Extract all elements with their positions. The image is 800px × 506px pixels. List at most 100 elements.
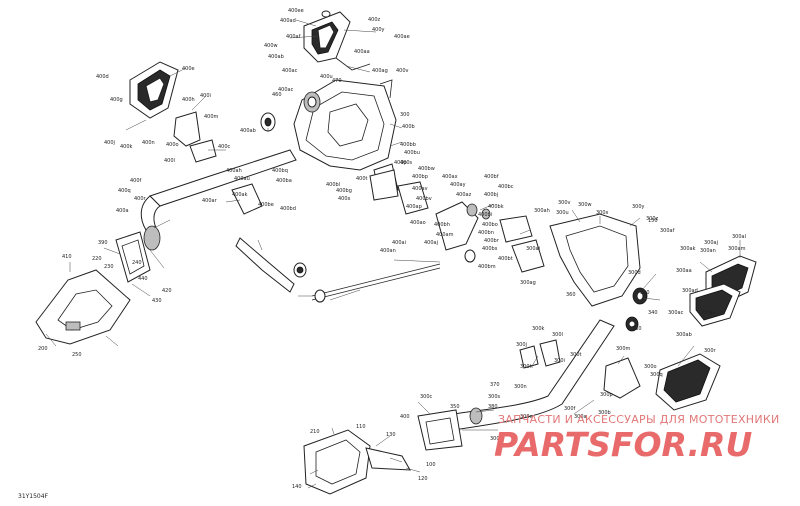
diagram-reference-code: 31Y1504F	[18, 493, 49, 500]
part-label: 300h	[520, 364, 533, 370]
part-label: 300an	[700, 248, 716, 254]
part-label: 300ag	[520, 280, 536, 286]
part-label: 100	[426, 462, 436, 468]
part-label: 320	[640, 290, 650, 296]
part-label: 400w	[264, 43, 278, 49]
part-label: 210	[310, 429, 320, 435]
part-label: 400ah	[226, 168, 242, 174]
watermark: ЗАПЧАСТИ И АКСЕССУАРЫ ДЛЯ МОТОТЕХНИКИ PA…	[494, 413, 780, 464]
part-label: 400ad	[280, 18, 296, 24]
part-label: 300i	[554, 358, 565, 364]
part-label: 400ay	[450, 182, 466, 188]
part-label: 300b	[598, 410, 611, 416]
part-label: 400t	[356, 176, 368, 182]
part-label: 300	[400, 112, 410, 118]
part-label: 400ee	[288, 8, 304, 14]
part-label: 400j	[104, 140, 115, 146]
part-label: 300o	[644, 364, 657, 370]
watermark-brand: PARTSFOR.RU	[494, 425, 752, 464]
part-label: 460	[272, 92, 282, 98]
part-label: 300k	[532, 326, 545, 332]
part-label: 300r	[704, 348, 717, 354]
part-label: 400l	[164, 158, 175, 164]
part-label: 230	[104, 264, 114, 270]
part-label: 470	[332, 78, 342, 84]
part-label: 400bm	[478, 264, 496, 270]
part-label: 380	[488, 404, 498, 410]
part-label: 400	[400, 414, 410, 420]
part-label: 400x	[338, 196, 351, 202]
part-label: 240	[132, 260, 142, 266]
part-label: 400bh	[434, 222, 450, 228]
part-label: 300c	[420, 394, 433, 400]
bottom-mount-bracket	[303, 429, 411, 495]
part-labels: 400ee 400ad 400z 400y 400af 400w 400ae 4…	[38, 8, 746, 490]
part-label: 400an	[380, 248, 396, 254]
part-label: 400bl	[326, 182, 340, 188]
part-label: 400am	[436, 232, 454, 238]
part-label: 400bo	[482, 222, 498, 228]
part-label: 400bq	[272, 168, 288, 174]
part-label: 400bt	[498, 256, 513, 262]
part-label: 300m	[616, 346, 631, 352]
part-label: 400bw	[418, 166, 435, 172]
part-label: 300u	[556, 210, 569, 216]
left-tube-frame	[140, 149, 297, 251]
part-label: 400bb	[400, 142, 416, 148]
part-label: 150	[648, 218, 658, 224]
part-label: 300ak	[680, 246, 696, 252]
part-label: 390	[98, 240, 108, 246]
part-label: 350	[450, 404, 460, 410]
part-label: 120	[418, 476, 428, 482]
part-label: 400ba	[276, 178, 292, 184]
part-label: 400ai	[392, 240, 406, 246]
right-support-bracket	[549, 213, 648, 332]
part-label: 400bu	[404, 150, 420, 156]
part-label: 300am	[728, 246, 746, 252]
part-label: 300al	[732, 234, 746, 240]
part-label: 250	[72, 352, 82, 358]
part-label: 400aj	[424, 240, 438, 246]
part-label: 300ai	[526, 246, 540, 252]
part-label: 400r	[134, 196, 147, 202]
left-lower-bracket	[35, 231, 151, 345]
part-label: 400bj	[484, 192, 498, 198]
part-label: 400o	[166, 142, 179, 148]
part-label: 300e	[520, 414, 533, 420]
part-label: 400ae	[394, 34, 410, 40]
part-label: 140	[292, 484, 302, 490]
part-label: 400ac	[278, 87, 294, 93]
part-label: 400k	[120, 144, 133, 150]
part-label: 330	[632, 326, 642, 332]
part-label: 400ao	[410, 220, 426, 226]
part-label: 420	[162, 288, 172, 294]
part-label: 400c	[218, 144, 231, 150]
part-label: 400d	[96, 74, 109, 80]
part-label: 200	[38, 346, 48, 352]
part-label: 440	[138, 276, 148, 282]
part-label: 300w	[578, 202, 592, 208]
part-label: 400s	[400, 160, 413, 166]
part-label: 300j	[516, 342, 527, 348]
part-label: 400bd	[280, 206, 296, 212]
leader-lines	[45, 19, 741, 489]
part-label: 400bs	[482, 246, 498, 252]
part-label: 300x	[596, 210, 609, 216]
upper-footrest-pedal	[303, 10, 371, 71]
center-linkage	[235, 169, 441, 303]
part-label: 400bc	[498, 184, 514, 190]
part-label: 300ad	[682, 288, 698, 294]
part-label: 300v	[558, 200, 571, 206]
part-label: 400ag	[372, 68, 388, 74]
part-label: 400z	[368, 17, 381, 23]
part-label: 300ah	[534, 208, 550, 214]
watermark-tagline: ЗАПЧАСТИ И АКСЕССУАРЫ ДЛЯ МОТОТЕХНИКИ	[498, 413, 780, 426]
part-label: 400az	[456, 192, 472, 198]
part-label: 400ab	[240, 128, 256, 134]
master-cylinder-group	[435, 201, 545, 273]
part-label: 300z	[646, 216, 659, 222]
part-label: 400bp	[412, 174, 428, 180]
part-label: 300ab	[676, 332, 692, 338]
part-label: 400y	[372, 27, 385, 33]
